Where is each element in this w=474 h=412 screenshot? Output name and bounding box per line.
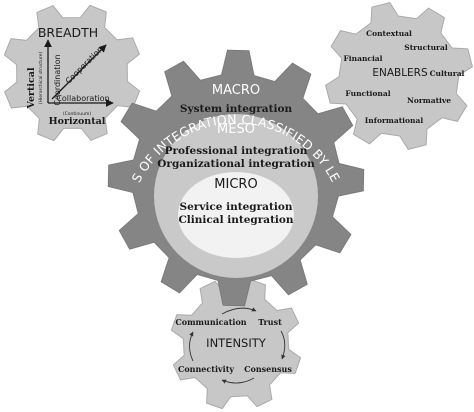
- cycle-arrow-bottom: [221, 377, 255, 384]
- intensity-title: INTENSITY: [206, 336, 267, 350]
- enabler-normative: Normative: [407, 96, 451, 105]
- enabler-informational: Informational: [365, 116, 424, 125]
- enabler-structural: Structural: [404, 43, 448, 52]
- coordination-label: Coordination: [53, 54, 62, 105]
- intensity-consensus: Consensus: [244, 364, 292, 374]
- enabler-contextual: Contextual: [366, 29, 412, 38]
- diagonal-arrow: [51, 44, 107, 100]
- cycle-arrow-top: [221, 307, 257, 315]
- enabler-financial: Financial: [343, 54, 382, 63]
- micro-item-service: Service integration: [180, 201, 293, 213]
- enabler-cultural: Cultural: [430, 69, 465, 78]
- intensity-connectivity: Connectivity: [178, 364, 234, 374]
- enablers-gear: [325, 2, 473, 150]
- meso-label: MESO: [217, 122, 255, 137]
- intensity-trust: Trust: [258, 317, 282, 327]
- breadth-title: BREADTH: [38, 25, 98, 40]
- meso-item-professional: Professional integration: [165, 145, 308, 157]
- vertical-sublabel: (Hierarchical structure): [38, 52, 44, 104]
- micro-ellipse: [178, 172, 294, 258]
- vertical-label: Vertical: [26, 67, 37, 109]
- collaboration-label: Collaboration: [56, 94, 109, 103]
- cycle-arrow-right: [280, 330, 286, 360]
- horizontal-label: Horizontal: [49, 116, 106, 127]
- enabler-functional: Functional: [345, 89, 390, 98]
- cycle-arrow-left: [189, 331, 194, 362]
- micro-item-clinical: Clinical integration: [178, 214, 293, 226]
- horizontal-sublabel: (Continuum): [63, 111, 91, 117]
- intensity-communication: Communication: [175, 317, 246, 327]
- enablers-title: ENABLERS: [372, 67, 428, 79]
- intensity-gear: [170, 278, 302, 410]
- meso-item-organizational: Organizational integration: [157, 158, 315, 170]
- breadth-gear: [3, 4, 141, 142]
- macro-item: System integration: [180, 103, 293, 115]
- macro-label: MACRO: [212, 83, 260, 98]
- micro-label: MICRO: [214, 177, 257, 192]
